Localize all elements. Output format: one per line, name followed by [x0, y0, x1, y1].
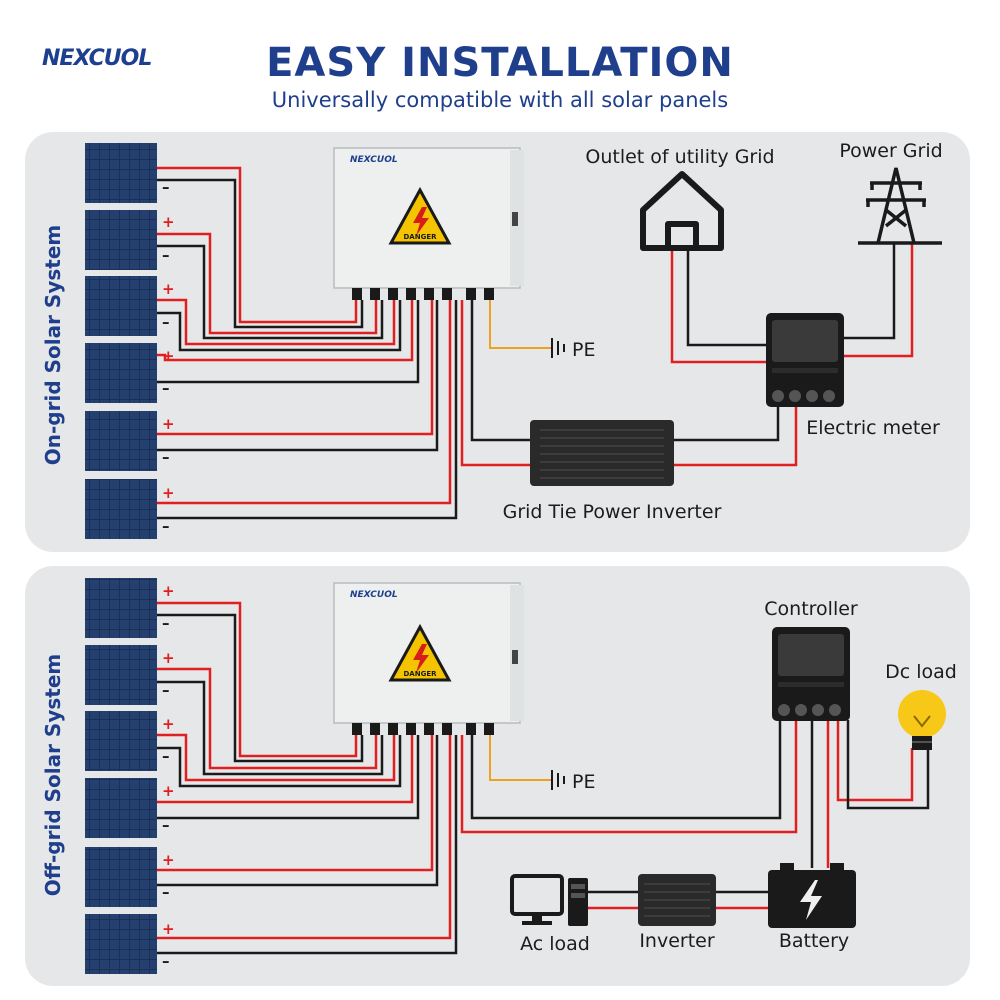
minus-mark: –: [162, 246, 170, 264]
off-grid-inverter: [638, 874, 716, 926]
on-grid-output-wires: [460, 242, 914, 467]
on-grid-panel-background: [25, 132, 970, 552]
dc-load-label: Dc load: [885, 661, 957, 683]
plus-mark: +: [162, 484, 175, 502]
computer-icon: [510, 874, 588, 926]
svg-text:DANGER: DANGER: [403, 670, 437, 678]
danger-sign: DANGER: [388, 186, 452, 245]
outlet-label: Outlet of utility Grid: [585, 146, 774, 168]
on-grid-polarity-marks: – + – + – + – + – + –: [162, 178, 175, 535]
minus-mark: –: [162, 448, 170, 466]
solar-panel-5: [85, 847, 157, 907]
solar-panel-6: [85, 914, 157, 974]
minus-mark: –: [162, 952, 170, 970]
plus-mark: +: [162, 782, 175, 800]
electric-meter-label: Electric meter: [806, 417, 940, 439]
page-title: EASY INSTALLATION: [266, 40, 734, 86]
minus-mark: –: [162, 313, 170, 331]
plus-mark: +: [162, 415, 175, 433]
plus-mark: +: [162, 715, 175, 733]
off-grid-section: Off-grid Solar System + – + – + – + – + …: [25, 566, 970, 986]
solar-panel-4: [85, 343, 157, 403]
solar-panel-2: [85, 645, 157, 705]
minus-mark: –: [162, 517, 170, 535]
off-grid-solar-panels: [85, 578, 157, 974]
pe-label: PE: [572, 339, 595, 361]
plus-mark: +: [162, 851, 175, 869]
battery-icon: [768, 863, 856, 928]
minus-mark: –: [162, 614, 170, 632]
brand-logo: NEXCUOL: [42, 46, 152, 71]
solar-panel-6: [85, 479, 157, 539]
grid-tie-inverter-label: Grid Tie Power Inverter: [503, 501, 722, 523]
solar-panel-4: [85, 778, 157, 838]
on-grid-string-wires: [157, 166, 458, 520]
minus-mark: –: [162, 883, 170, 901]
pe-label: PE: [572, 771, 595, 793]
off-grid-side-label: Off-grid Solar System: [41, 654, 65, 896]
solar-panel-3: [85, 276, 157, 336]
page-subtitle: Universally compatible with all solar pa…: [271, 88, 729, 112]
house-icon: [640, 171, 724, 251]
plus-mark: +: [162, 213, 175, 231]
off-grid-pe-ground: PE: [489, 735, 595, 793]
controller-label: Controller: [764, 598, 858, 620]
solar-panel-2: [85, 210, 157, 270]
off-grid-combiner-box: NEXCUOL DANGER: [333, 582, 524, 735]
solar-panel-3: [85, 711, 157, 771]
minus-mark: –: [162, 178, 170, 196]
charge-controller: [772, 627, 850, 721]
solar-panel-1: [85, 578, 157, 638]
solar-panel-5: [85, 411, 157, 471]
cable-glands: [352, 723, 494, 735]
box-logo: NEXCUOL: [350, 590, 398, 600]
off-grid-string-wires: [157, 601, 458, 955]
ac-load-label: Ac load: [520, 933, 590, 955]
on-grid-pe-ground: PE: [489, 300, 595, 361]
off-grid-panel-background: [25, 566, 970, 986]
light-bulb-icon: [898, 690, 946, 750]
plus-mark: +: [162, 649, 175, 667]
plus-mark: +: [162, 920, 175, 938]
plus-mark: +: [162, 280, 175, 298]
electric-meter: [766, 313, 844, 407]
off-grid-polarity-marks: + – + – + – + – + – + –: [162, 582, 175, 970]
inverter-label: Inverter: [639, 930, 715, 952]
transmission-tower-icon: [858, 167, 942, 245]
on-grid-solar-panels: [85, 143, 157, 539]
off-grid-output-wires: [460, 720, 930, 910]
solar-panel-1: [85, 143, 157, 203]
grid-tie-inverter: [530, 420, 674, 486]
box-logo: NEXCUOL: [350, 155, 398, 165]
on-grid-combiner-box: NEXCUOL DANGER: [333, 147, 524, 300]
cable-glands: [352, 288, 494, 300]
on-grid-side-label: On-grid Solar System: [41, 225, 65, 466]
power-grid-label: Power Grid: [839, 140, 942, 162]
minus-mark: –: [162, 379, 170, 397]
minus-mark: –: [162, 747, 170, 765]
danger-sign: DANGER: [388, 623, 452, 682]
minus-mark: –: [162, 681, 170, 699]
minus-mark: –: [162, 816, 170, 834]
plus-mark: +: [162, 582, 175, 600]
battery-label: Battery: [779, 930, 849, 952]
svg-text:DANGER: DANGER: [403, 233, 437, 241]
on-grid-section: On-grid Solar System – + – + – + – + – +…: [25, 132, 970, 552]
